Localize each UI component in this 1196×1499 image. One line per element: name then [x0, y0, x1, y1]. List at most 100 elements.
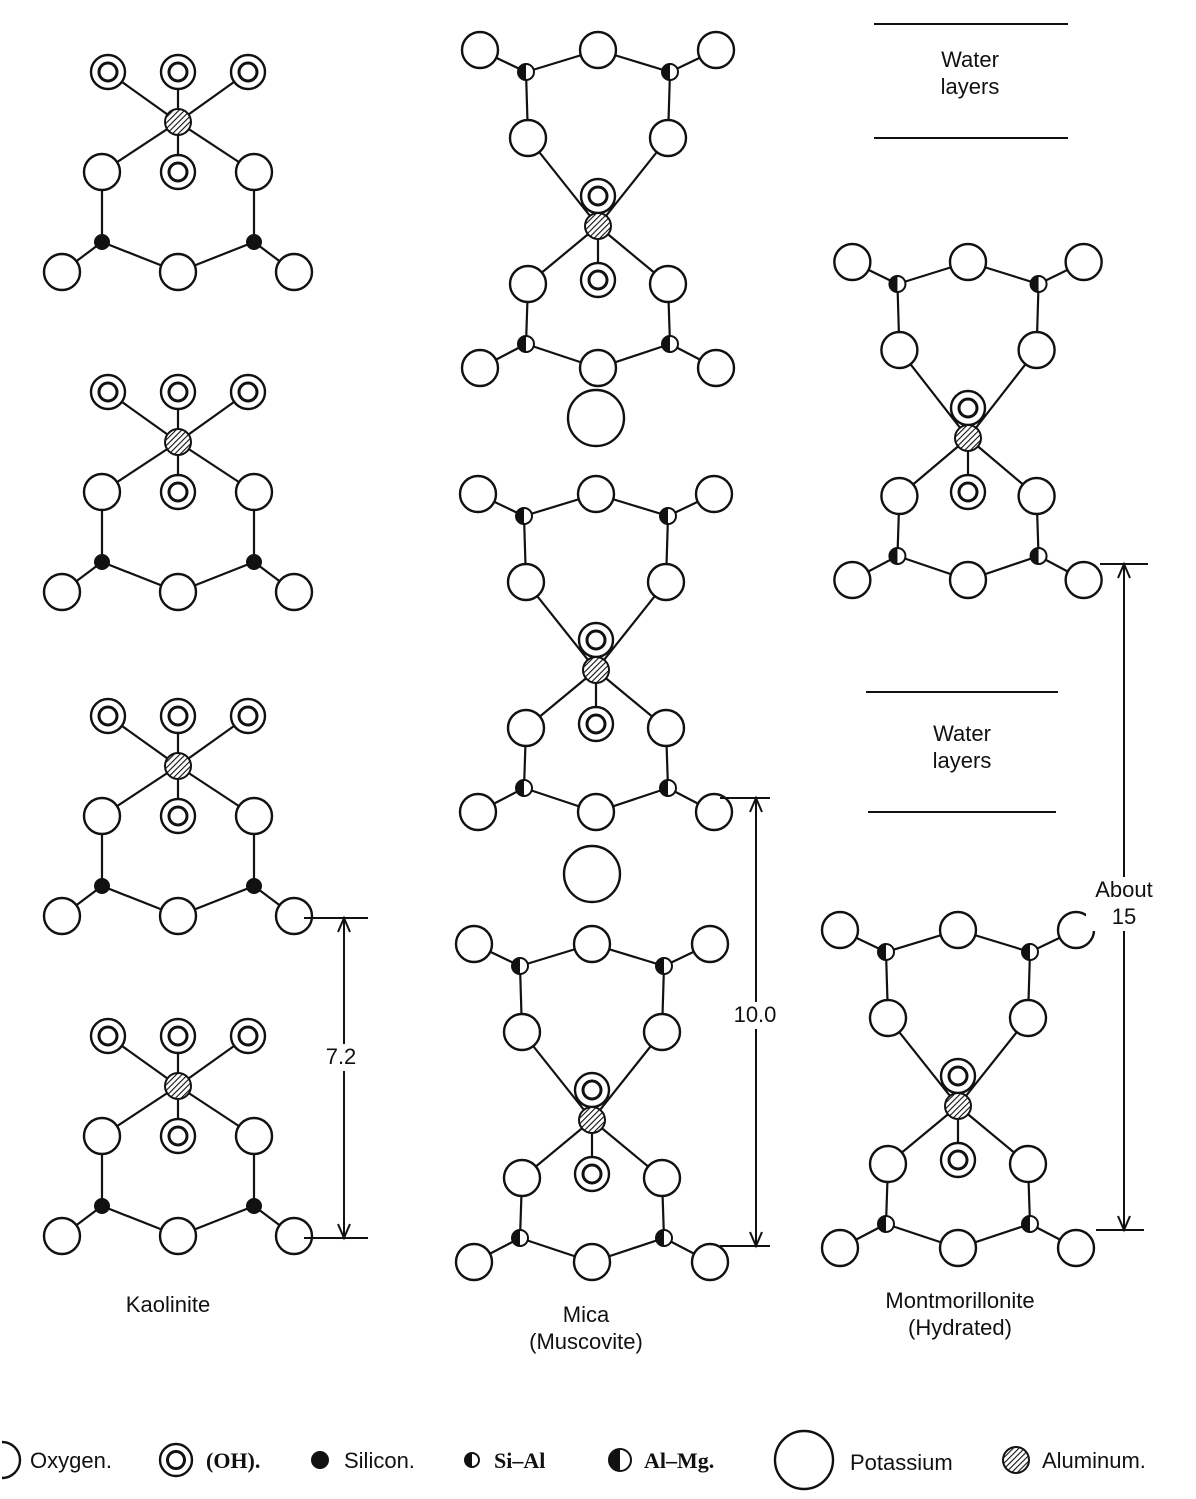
aluminum-atom-icon — [584, 212, 612, 240]
si-al-atom-icon — [511, 1229, 529, 1247]
si-al-atom-icon — [659, 779, 677, 797]
si-al-atom-icon — [511, 957, 529, 975]
oxygen-atom-icon — [576, 792, 616, 832]
oxygen-atom-icon — [508, 264, 548, 304]
oxygen-atom-icon — [508, 118, 548, 158]
si-al-atom-icon — [661, 63, 679, 81]
al-mg-atom-icon — [877, 1215, 895, 1233]
oxygen-atom-icon — [646, 562, 686, 602]
oxygen-atom-icon — [868, 1144, 908, 1184]
al-mg-atom-icon — [1021, 943, 1039, 961]
oxygen-atom-icon — [938, 1228, 978, 1268]
oxygen-atom-icon — [82, 1116, 122, 1156]
legend-oxygen-icon — [1, 1440, 22, 1480]
oxygen-atom-icon — [690, 924, 730, 964]
hydroxyl-atom-icon — [939, 1057, 977, 1095]
potassium-atom-icon — [566, 388, 626, 448]
oxygen-atom-icon — [880, 476, 919, 516]
mica-subname: (Muscovite) — [529, 1328, 643, 1354]
legend-oh-icon — [158, 1442, 194, 1478]
hydroxyl-atom-icon — [89, 373, 127, 411]
hydroxyl-atom-icon — [159, 473, 197, 511]
montmorillonite-subname: (Hydrated) — [908, 1314, 1012, 1340]
silicon-atom-icon — [246, 554, 262, 570]
atoms — [1, 30, 1103, 1491]
oxygen-atom-icon — [158, 252, 198, 292]
hydroxyl-atom-icon — [229, 373, 267, 411]
aluminum-atom-icon — [164, 108, 192, 136]
si-al-atom-icon — [659, 507, 677, 525]
aluminum-atom-icon — [164, 428, 192, 456]
hydroxyl-atom-icon — [159, 1117, 197, 1155]
oxygen-atom-icon — [454, 1242, 494, 1282]
hydroxyl-atom-icon — [949, 473, 987, 511]
oxygen-atom-icon — [82, 796, 122, 836]
oxygen-atom-icon — [696, 30, 736, 70]
oxygen-atom-icon — [460, 348, 500, 388]
oxygen-atom-icon — [572, 924, 612, 964]
hydroxyl-atom-icon — [89, 1017, 127, 1055]
hydroxyl-atom-icon — [229, 697, 267, 735]
mica-label: Mica (Muscovite) — [486, 1302, 686, 1356]
al-mg-atom-icon — [888, 547, 907, 565]
al-mg-atom-icon — [1029, 275, 1048, 293]
legend-aluminum-label: Aluminum. — [1042, 1448, 1146, 1473]
hydroxyl-atom-icon — [949, 389, 987, 427]
si-al-atom-icon — [655, 1229, 673, 1247]
oxygen-atom-icon — [696, 348, 736, 388]
hydroxyl-atom-icon — [229, 1017, 267, 1055]
hydroxyl-atom-icon — [573, 1155, 611, 1193]
hydroxyl-atom-icon — [229, 53, 267, 91]
hydroxyl-atom-icon — [159, 797, 197, 835]
legend-si-al-label: Si–Al — [494, 1448, 546, 1473]
oxygen-atom-icon — [506, 708, 546, 748]
oxygen-atom-icon — [42, 572, 82, 612]
oxygen-atom-icon — [1017, 330, 1056, 370]
al-mg-atom-icon — [1029, 547, 1048, 565]
oxygen-atom-icon — [274, 1216, 314, 1256]
oxygen-atom-icon — [502, 1158, 542, 1198]
oxygen-atom-icon — [274, 896, 314, 936]
si-al-atom-icon — [515, 507, 533, 525]
aluminum-atom-icon — [944, 1092, 972, 1120]
oxygen-atom-icon — [833, 242, 872, 282]
hydroxyl-atom-icon — [577, 621, 615, 659]
al-mg-atom-icon — [888, 275, 907, 293]
oxygen-atom-icon — [572, 1242, 612, 1282]
water-layers-top-label: Water layers — [940, 47, 1000, 99]
oxygen-atom-icon — [274, 572, 314, 612]
oxygen-atom-icon — [158, 1216, 198, 1256]
hydroxyl-atom-icon — [159, 153, 197, 191]
oxygen-atom-icon — [274, 252, 314, 292]
hydroxyl-atom-icon — [159, 373, 197, 411]
oxygen-atom-icon — [646, 708, 686, 748]
oxygen-atom-icon — [42, 1216, 82, 1256]
legend-oh-label: (OH). — [206, 1448, 261, 1473]
legend-al-mg-label: Al–Mg. — [644, 1448, 715, 1473]
montmorillonite-spacing-label: About 15 — [1086, 877, 1162, 931]
mica-name: Mica — [562, 1302, 610, 1327]
silicon-atom-icon — [246, 234, 262, 250]
si-al-atom-icon — [515, 779, 533, 797]
kaolinite-spacing-label: 7.2 — [306, 1044, 376, 1071]
oxygen-atom-icon — [506, 562, 546, 602]
silicon-atom-icon — [246, 1198, 262, 1214]
oxygen-atom-icon — [868, 998, 908, 1038]
aluminum-atom-icon — [582, 656, 610, 684]
oxygen-atom-icon — [234, 152, 274, 192]
oxygen-atom-icon — [1056, 1228, 1096, 1268]
hydroxyl-atom-icon — [89, 697, 127, 735]
si-al-atom-icon — [655, 957, 673, 975]
oxygen-atom-icon — [880, 330, 919, 370]
oxygen-atom-icon — [1064, 560, 1103, 600]
si-al-atom-icon — [517, 335, 535, 353]
oxygen-atom-icon — [694, 792, 734, 832]
silicon-atom-icon — [94, 878, 110, 894]
silicon-atom-icon — [94, 554, 110, 570]
water-layers-mid-label: Water layers — [932, 721, 992, 773]
oxygen-atom-icon — [820, 910, 860, 950]
hydroxyl-atom-icon — [939, 1141, 977, 1179]
hydroxyl-atom-icon — [89, 53, 127, 91]
montmorillonite-name: Montmorillonite — [885, 1288, 1035, 1313]
oxygen-atom-icon — [234, 472, 274, 512]
